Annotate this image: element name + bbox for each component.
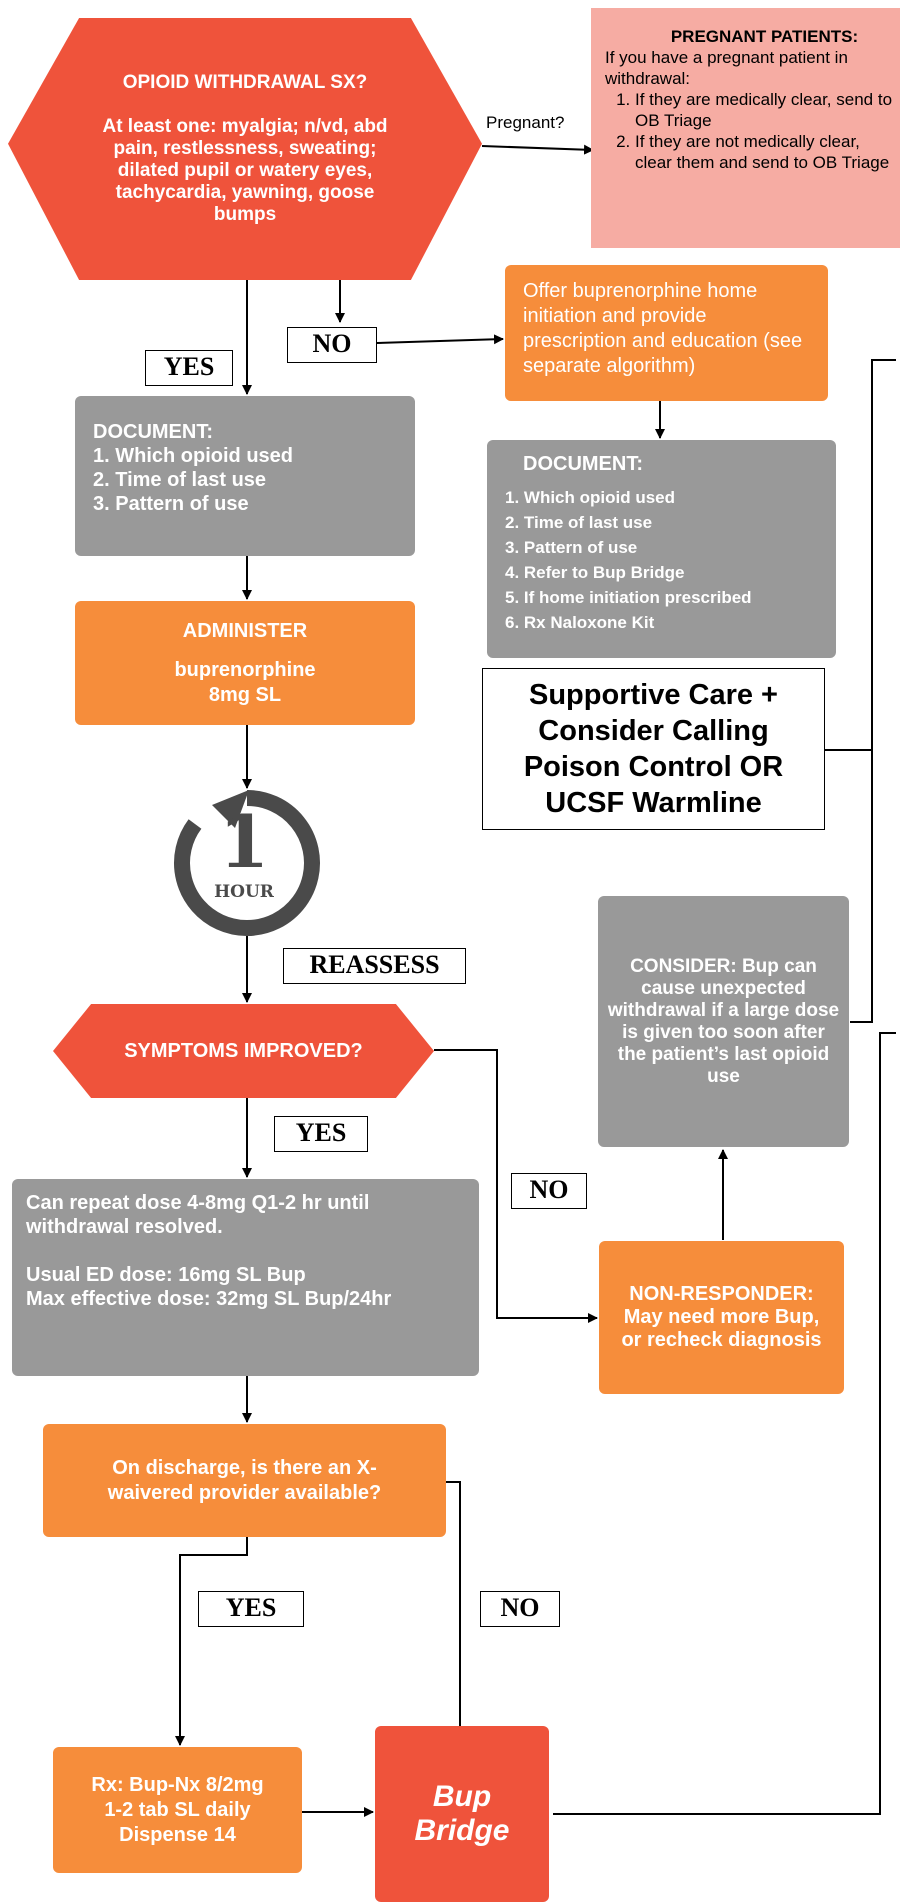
bup-bridge-line-1: Bup bbox=[432, 1780, 492, 1813]
no-label-1: NO bbox=[287, 327, 377, 363]
bup-bridge-line-2: Bridge bbox=[414, 1814, 510, 1847]
rx-line-2: 1-2 tab SL daily bbox=[104, 1798, 251, 1821]
usual-dose-text: Usual ED dose: 16mg SL Bup bbox=[26, 1264, 306, 1286]
administer-drug: buprenorphine bbox=[174, 658, 316, 681]
timer-unit: HOUR bbox=[214, 882, 274, 902]
discharge-box: On discharge, is there an X-waivered pro… bbox=[43, 1424, 446, 1537]
pregnant-item: If they are not medically clear, clear t… bbox=[635, 131, 894, 173]
nonresponder-title: NON-RESPONDER: bbox=[629, 1283, 814, 1305]
pregnant-edge-label: Pregnant? bbox=[486, 113, 565, 132]
rx-line-3: Dispense 14 bbox=[119, 1823, 236, 1846]
document-right-item: 2. Time of last use bbox=[505, 513, 653, 532]
withdrawal-criteria: At least one: myalgia; n/vd, abd pain, r… bbox=[102, 116, 388, 225]
home-initiation-text: Offer buprenorphine home initiation and … bbox=[523, 280, 803, 377]
yes-label-3: YES bbox=[198, 1591, 304, 1627]
document-left-item: 3. Pattern of use bbox=[93, 493, 249, 515]
arrow-to-nonresponder bbox=[434, 1049, 598, 1323]
pregnant-patients-box: PREGNANT PATIENTS: If you have a pregnan… bbox=[591, 8, 900, 248]
withdrawal-question: OPIOID WITHDRAWAL SX? bbox=[122, 72, 368, 93]
no-label-3: NO bbox=[480, 1591, 560, 1627]
document-right-item: 6. Rx Naloxone Kit bbox=[505, 613, 655, 632]
home-initiation-box: Offer buprenorphine home initiation and … bbox=[505, 265, 828, 401]
document-left-title: DOCUMENT: bbox=[93, 421, 213, 443]
bracket-upper bbox=[850, 359, 896, 1023]
document-right-item: 4. Refer to Bup Bridge bbox=[505, 563, 685, 582]
pregnant-intro: If you have a pregnant patient in withdr… bbox=[605, 48, 848, 88]
consider-box: CONSIDER: Bup can cause unexpected withd… bbox=[598, 896, 849, 1147]
rx-box: Rx: Bup-Nx 8/2mg 1-2 tab SL daily Dispen… bbox=[53, 1747, 302, 1873]
repeat-dose-text: Can repeat dose 4-8mg Q1-2 hr until with… bbox=[26, 1192, 370, 1238]
document-left-box: DOCUMENT: 1. Which opioid used 2. Time o… bbox=[75, 396, 415, 556]
arrow-to-home-initiation bbox=[376, 334, 504, 345]
administer-box: ADMINISTER buprenorphine 8mg SL bbox=[75, 601, 415, 725]
administer-dose: 8mg SL bbox=[208, 683, 282, 706]
nonresponder-body: May need more Bup, or recheck diagnosis bbox=[621, 1306, 822, 1351]
pregnant-list: If they are medically clear, send to OB … bbox=[605, 89, 894, 173]
bup-bridge-box: Bup Bridge bbox=[375, 1726, 549, 1902]
withdrawal-hexagon: OPIOID WITHDRAWAL SX? At least one: myal… bbox=[8, 18, 482, 280]
yes-label-1: YES bbox=[145, 350, 233, 386]
rx-line-1: Rx: Bup-Nx 8/2mg bbox=[91, 1773, 264, 1796]
document-left-item: 1. Which opioid used bbox=[93, 445, 293, 467]
pregnant-title: PREGNANT PATIENTS: bbox=[670, 27, 859, 46]
document-right-title: DOCUMENT: bbox=[523, 453, 643, 475]
consider-text: CONSIDER: Bup can cause unexpected withd… bbox=[607, 955, 840, 1087]
timer-number: 1 bbox=[218, 799, 270, 884]
symptoms-hexagon: SYMPTOMS IMPROVED? bbox=[53, 1004, 434, 1098]
max-dose-text: Max effective dose: 32mg SL Bup/24hr bbox=[26, 1288, 392, 1310]
document-right-item: 1. Which opioid used bbox=[505, 488, 675, 507]
document-right-item: 3. Pattern of use bbox=[505, 538, 638, 557]
bracket-lower bbox=[553, 1032, 896, 1815]
nonresponder-box: NON-RESPONDER: May need more Bup, or rec… bbox=[599, 1241, 844, 1394]
no-label-2: NO bbox=[511, 1173, 587, 1209]
document-right-box: DOCUMENT: 1. Which opioid used 2. Time o… bbox=[487, 440, 836, 658]
pregnant-item: If they are medically clear, send to OB … bbox=[635, 89, 894, 131]
reassess-label: REASSESS bbox=[283, 948, 466, 984]
document-left-item: 2. Time of last use bbox=[93, 469, 267, 491]
yes-label-2: YES bbox=[274, 1116, 368, 1152]
administer-title: ADMINISTER bbox=[182, 619, 308, 642]
symptoms-question: SYMPTOMS IMPROVED? bbox=[124, 1039, 363, 1062]
arrow-to-rx bbox=[175, 1537, 248, 1746]
document-right-item: 5. If home initiation prescribed bbox=[505, 588, 752, 607]
supportive-care-box: Supportive Care + Consider Calling Poiso… bbox=[482, 668, 825, 830]
repeat-dose-box: Can repeat dose 4-8mg Q1-2 hr until with… bbox=[12, 1179, 479, 1376]
discharge-question: On discharge, is there an X-waivered pro… bbox=[107, 1456, 382, 1504]
supportive-care-text: Supportive Care + Consider Calling Poiso… bbox=[523, 679, 784, 819]
timer-hour-icon: 1 HOUR bbox=[157, 790, 331, 936]
arrow-to-bridge bbox=[446, 1481, 465, 1786]
arrow-to-pregnant bbox=[481, 144, 594, 155]
